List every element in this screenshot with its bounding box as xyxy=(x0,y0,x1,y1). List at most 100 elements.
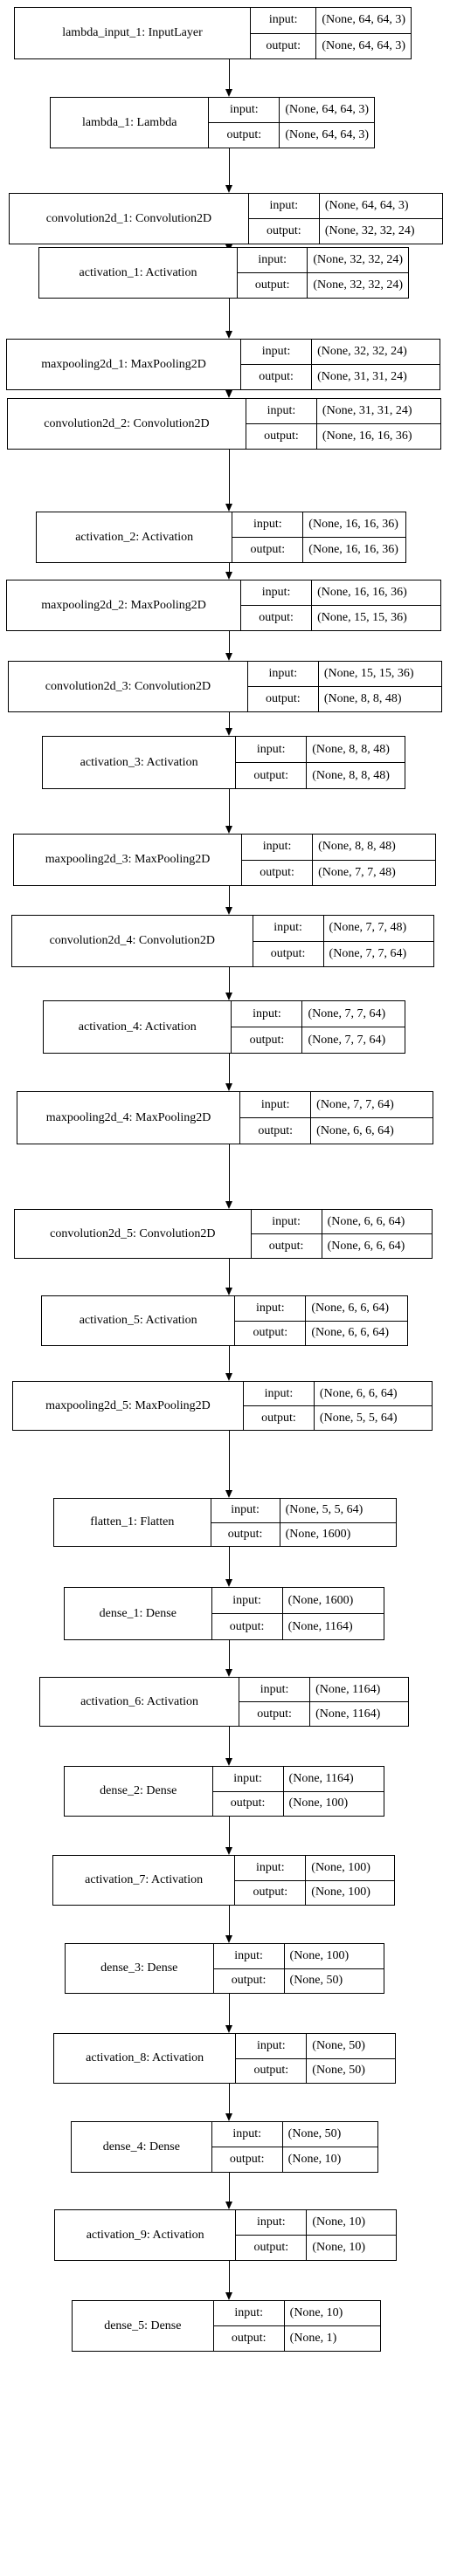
layer-io-table: input:(None, 1600)output:(None, 1164) xyxy=(211,1588,384,1639)
arrowhead-icon xyxy=(225,1935,232,1943)
arrowhead-icon xyxy=(225,1490,232,1498)
layer-name: activation_3: Activation xyxy=(43,737,237,788)
input-shape: (None, 6, 6, 64) xyxy=(319,1386,398,1400)
layer-io-table: input:(None, 64, 64, 3)output:(None, 64,… xyxy=(209,98,374,148)
arrowhead-icon xyxy=(225,907,232,915)
input-label: input: xyxy=(214,1944,285,1968)
input-shape: (None, 100) xyxy=(289,1948,350,1962)
layer-name: maxpooling2d_5: MaxPooling2D xyxy=(13,1382,244,1430)
output-row: output:(None, 1600) xyxy=(211,1522,396,1546)
input-shape: (None, 7, 7, 48) xyxy=(329,921,407,935)
output-shape: (None, 32, 32, 24) xyxy=(324,224,415,237)
layer-name: dense_2: Dense xyxy=(65,1767,213,1816)
input-row: input:(None, 31, 31, 24) xyxy=(246,399,440,423)
input-row: input:(None, 64, 64, 3) xyxy=(251,8,411,33)
input-shape: (None, 1164) xyxy=(315,1682,381,1696)
arrowhead-icon xyxy=(225,331,232,339)
input-label: input: xyxy=(213,1767,284,1791)
layer-io-table: input:(None, 50)output:(None, 50) xyxy=(236,2034,395,2083)
layer-io-table: input:(None, 5, 5, 64)output:(None, 1600… xyxy=(211,1499,396,1546)
output-shape: (None, 31, 31, 24) xyxy=(317,370,407,383)
output-row: output:(None, 7, 7, 64) xyxy=(253,940,433,966)
layer-name: convolution2d_2: Convolution2D xyxy=(8,399,246,449)
output-shape: (None, 64, 64, 3) xyxy=(285,128,369,141)
output-shape: (None, 6, 6, 64) xyxy=(316,1123,394,1137)
output-label: output: xyxy=(246,424,317,449)
output-shape: (None, 6, 6, 64) xyxy=(311,1326,389,1340)
layer-io-table: input:(None, 6, 6, 64)output:(None, 5, 5… xyxy=(243,1382,432,1430)
arrowhead-icon xyxy=(225,1847,232,1855)
connector-line xyxy=(229,563,230,573)
input-label: input: xyxy=(235,1296,307,1321)
output-shape: (None, 50) xyxy=(312,2064,365,2078)
input-shape: (None, 8, 8, 48) xyxy=(312,742,390,756)
layer-io-table: input:(None, 15, 15, 36)output:(None, 8,… xyxy=(247,662,441,711)
output-row: output:(None, 32, 32, 24) xyxy=(238,272,408,298)
arrowhead-icon xyxy=(225,653,232,661)
arrowhead-icon xyxy=(225,2113,232,2121)
layer-io-table: input:(None, 8, 8, 48)output:(None, 8, 8… xyxy=(236,737,405,788)
output-shape: (None, 100) xyxy=(311,1886,370,1899)
output-label: output: xyxy=(232,538,304,562)
input-shape: (None, 1600) xyxy=(287,1593,354,1607)
output-shape: (None, 100) xyxy=(288,1796,349,1810)
input-label: input: xyxy=(249,194,320,218)
layer-name: lambda_input_1: InputLayer xyxy=(15,8,251,58)
input-label: input: xyxy=(241,580,313,605)
connector-line xyxy=(229,1640,230,1670)
connector-line xyxy=(229,1906,230,1936)
layer-io-table: input:(None, 64, 64, 3)output:(None, 32,… xyxy=(248,194,442,244)
output-row: output:(None, 64, 64, 3) xyxy=(209,122,374,148)
layer-name: convolution2d_3: Convolution2D xyxy=(9,662,248,711)
connector-line xyxy=(229,2261,230,2293)
input-row: input:(None, 32, 32, 24) xyxy=(238,248,408,272)
input-label: input: xyxy=(214,2301,285,2325)
input-row: input:(None, 1164) xyxy=(239,1678,408,1701)
layer-io-table: input:(None, 100)output:(None, 100) xyxy=(235,1856,394,1905)
layer-io-table: input:(None, 10)output:(None, 10) xyxy=(236,2210,396,2260)
input-row: input:(None, 16, 16, 36) xyxy=(241,580,440,605)
arrowhead-icon xyxy=(225,504,232,512)
output-label: output: xyxy=(235,1880,307,1905)
output-row: output:(None, 64, 64, 3) xyxy=(251,32,411,58)
layer-name: convolution2d_5: Convolution2D xyxy=(15,1210,252,1258)
layer-io-table: input:(None, 32, 32, 24)output:(None, 32… xyxy=(238,248,408,298)
arrowhead-icon xyxy=(225,1083,232,1091)
connector-line xyxy=(229,450,230,505)
output-shape: (None, 10) xyxy=(312,2241,365,2254)
output-row: output:(None, 1164) xyxy=(239,1701,408,1726)
output-row: output:(None, 32, 32, 24) xyxy=(248,218,442,244)
layer-name: lambda_1: Lambda xyxy=(51,98,210,148)
output-row: output:(None, 50) xyxy=(213,1968,384,1993)
output-shape: (None, 10) xyxy=(287,2153,342,2166)
connector-line xyxy=(229,712,230,729)
input-label: input: xyxy=(235,1856,307,1880)
arrowhead-icon xyxy=(225,89,232,97)
layer-name: activation_2: Activation xyxy=(37,512,233,562)
layer-io-table: input:(None, 7, 7, 64)output:(None, 7, 7… xyxy=(232,1001,405,1053)
input-label: input: xyxy=(211,1499,280,1522)
arrowhead-icon xyxy=(225,1288,232,1295)
layer-io-table: input:(None, 1164)output:(None, 1164) xyxy=(239,1678,408,1726)
layer-io-table: input:(None, 8, 8, 48)output:(None, 7, 7… xyxy=(242,835,435,885)
arrowhead-icon xyxy=(225,1669,232,1677)
output-row: output:(None, 6, 6, 64) xyxy=(235,1320,407,1345)
layer-name: dense_4: Dense xyxy=(72,2122,212,2172)
input-row: input:(None, 64, 64, 3) xyxy=(249,194,442,218)
layer-io-table: input:(None, 1164)output:(None, 100) xyxy=(212,1767,384,1816)
output-row: output:(None, 8, 8, 48) xyxy=(247,686,441,711)
input-label: input: xyxy=(244,1382,315,1405)
output-row: output:(None, 1164) xyxy=(211,1613,384,1639)
output-row: output:(None, 7, 7, 48) xyxy=(242,859,435,885)
input-shape: (None, 16, 16, 36) xyxy=(308,518,398,531)
